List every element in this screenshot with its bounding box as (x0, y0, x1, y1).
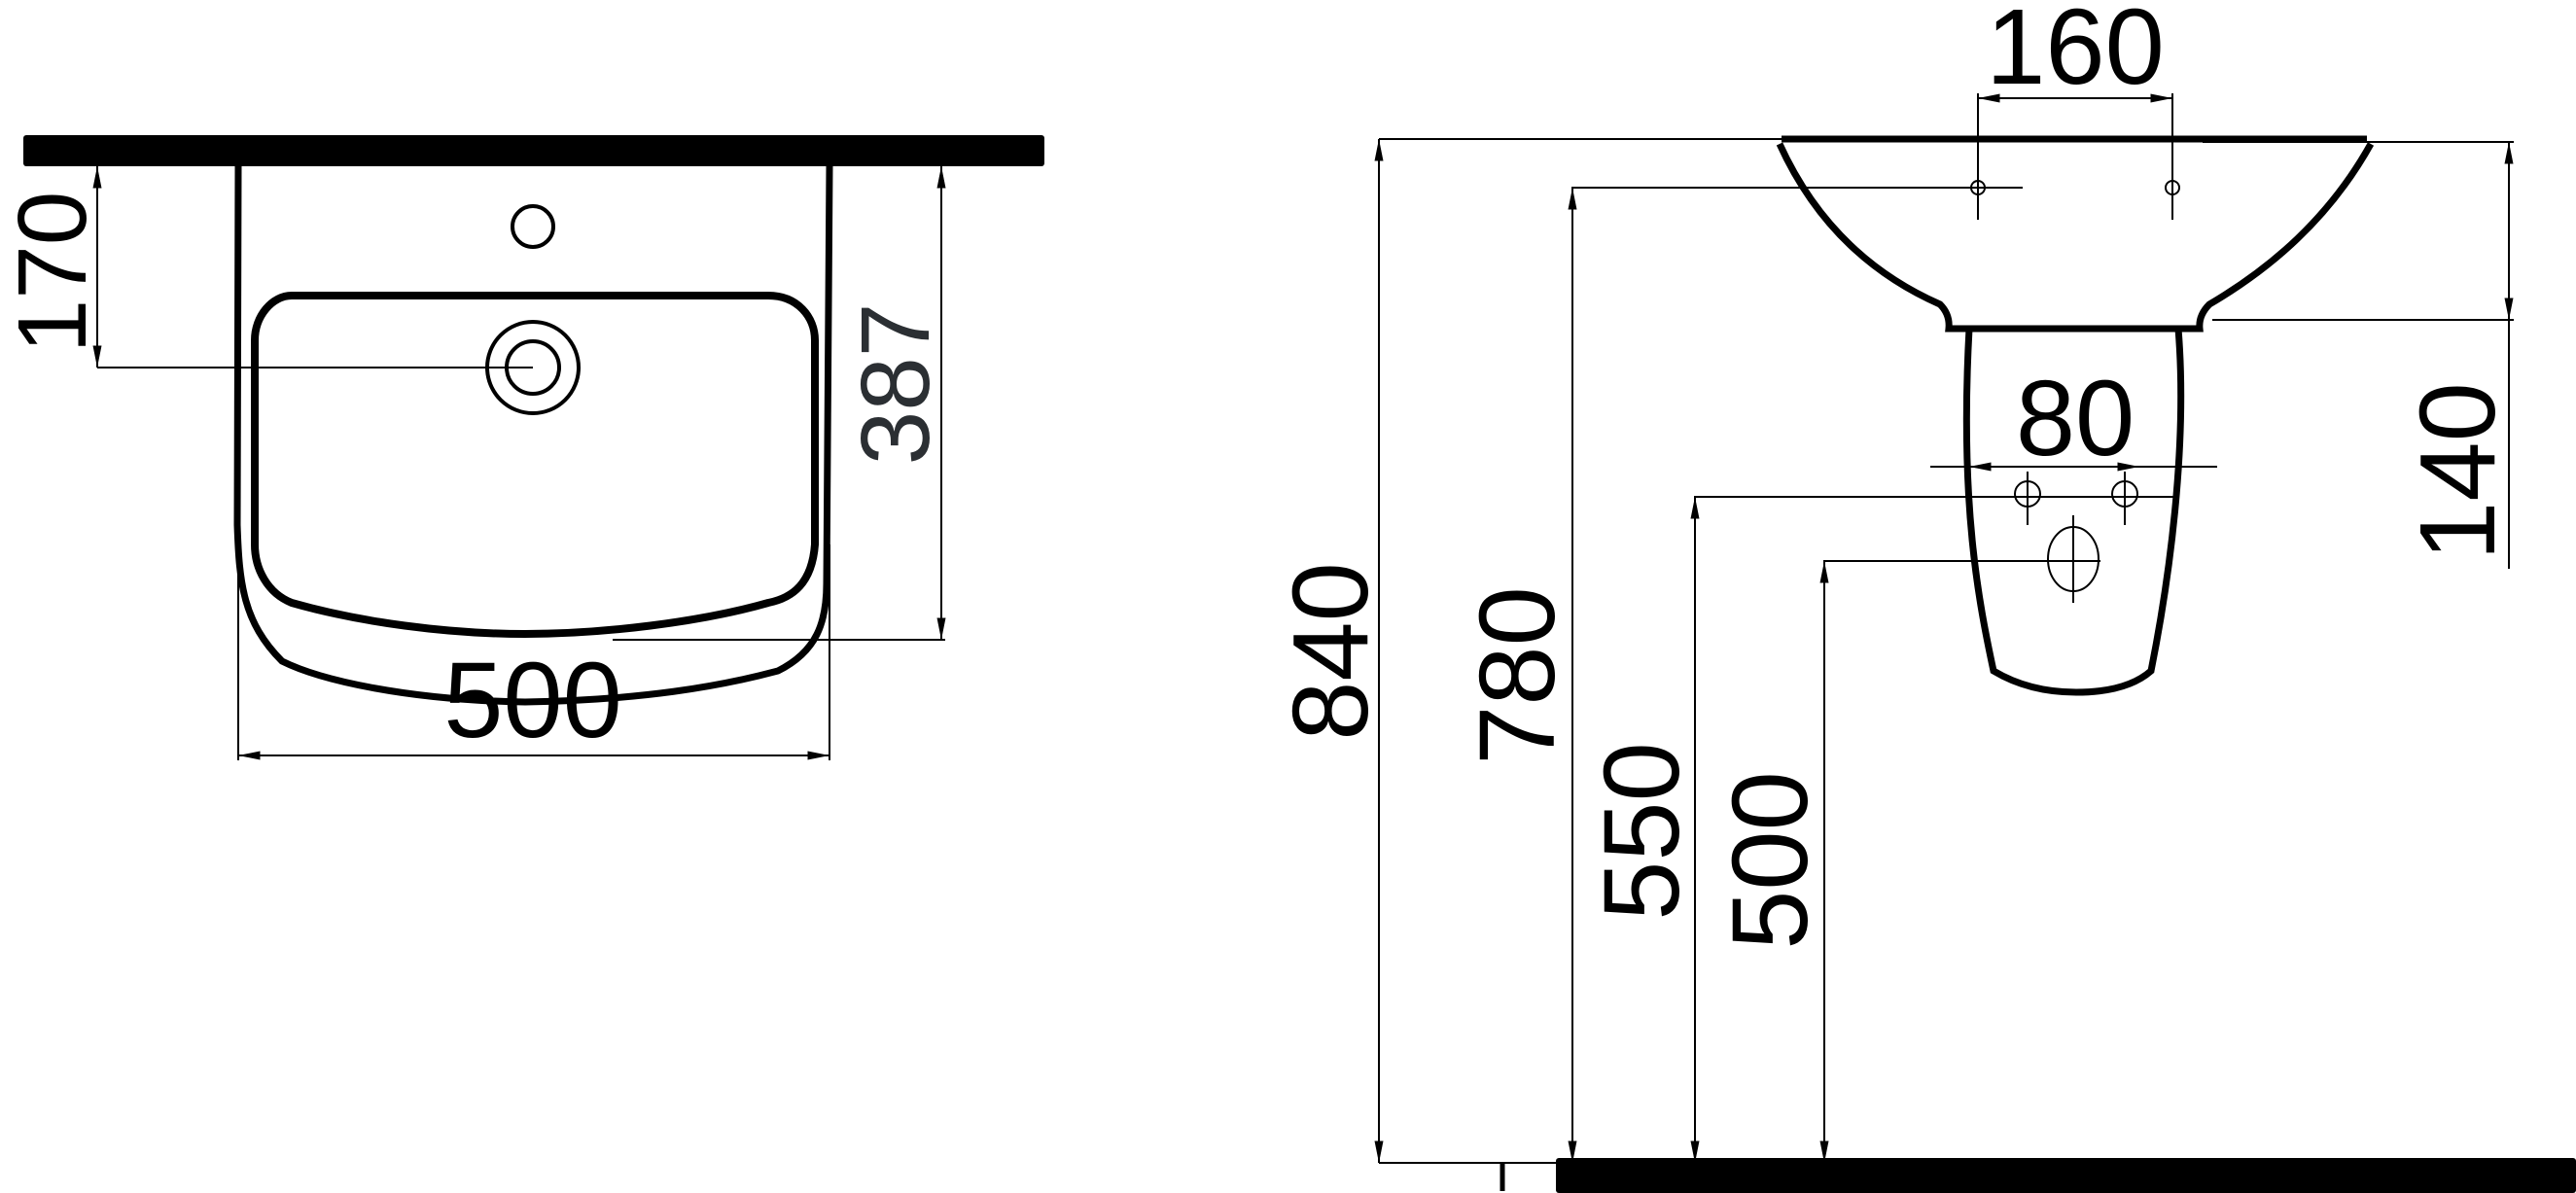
dim-170: 170 (0, 192, 107, 354)
dim-500-width: 500 (443, 641, 622, 760)
side-view: 160 140 80 840 780 550 500 (1271, 0, 2576, 1193)
dim-500-height: 500 (1711, 771, 1830, 950)
dim-140: 140 (2398, 382, 2518, 561)
dim-550: 550 (1582, 742, 1702, 921)
dim-840: 840 (1271, 562, 1391, 741)
floor (1556, 1158, 2576, 1193)
top-view: 170 387 500 (0, 135, 1044, 760)
wall (23, 135, 1044, 166)
dim-160: 160 (1986, 0, 2165, 107)
dim-80: 80 (2016, 359, 2135, 478)
bowl-outline (251, 292, 819, 639)
dim-780: 780 (1458, 586, 1577, 765)
basin-profile (1776, 135, 2375, 333)
tap-hole (511, 204, 555, 249)
basin-outer-outline (233, 165, 833, 706)
pedestal-profile (1962, 328, 2185, 696)
dim-387: 387 (841, 303, 950, 466)
